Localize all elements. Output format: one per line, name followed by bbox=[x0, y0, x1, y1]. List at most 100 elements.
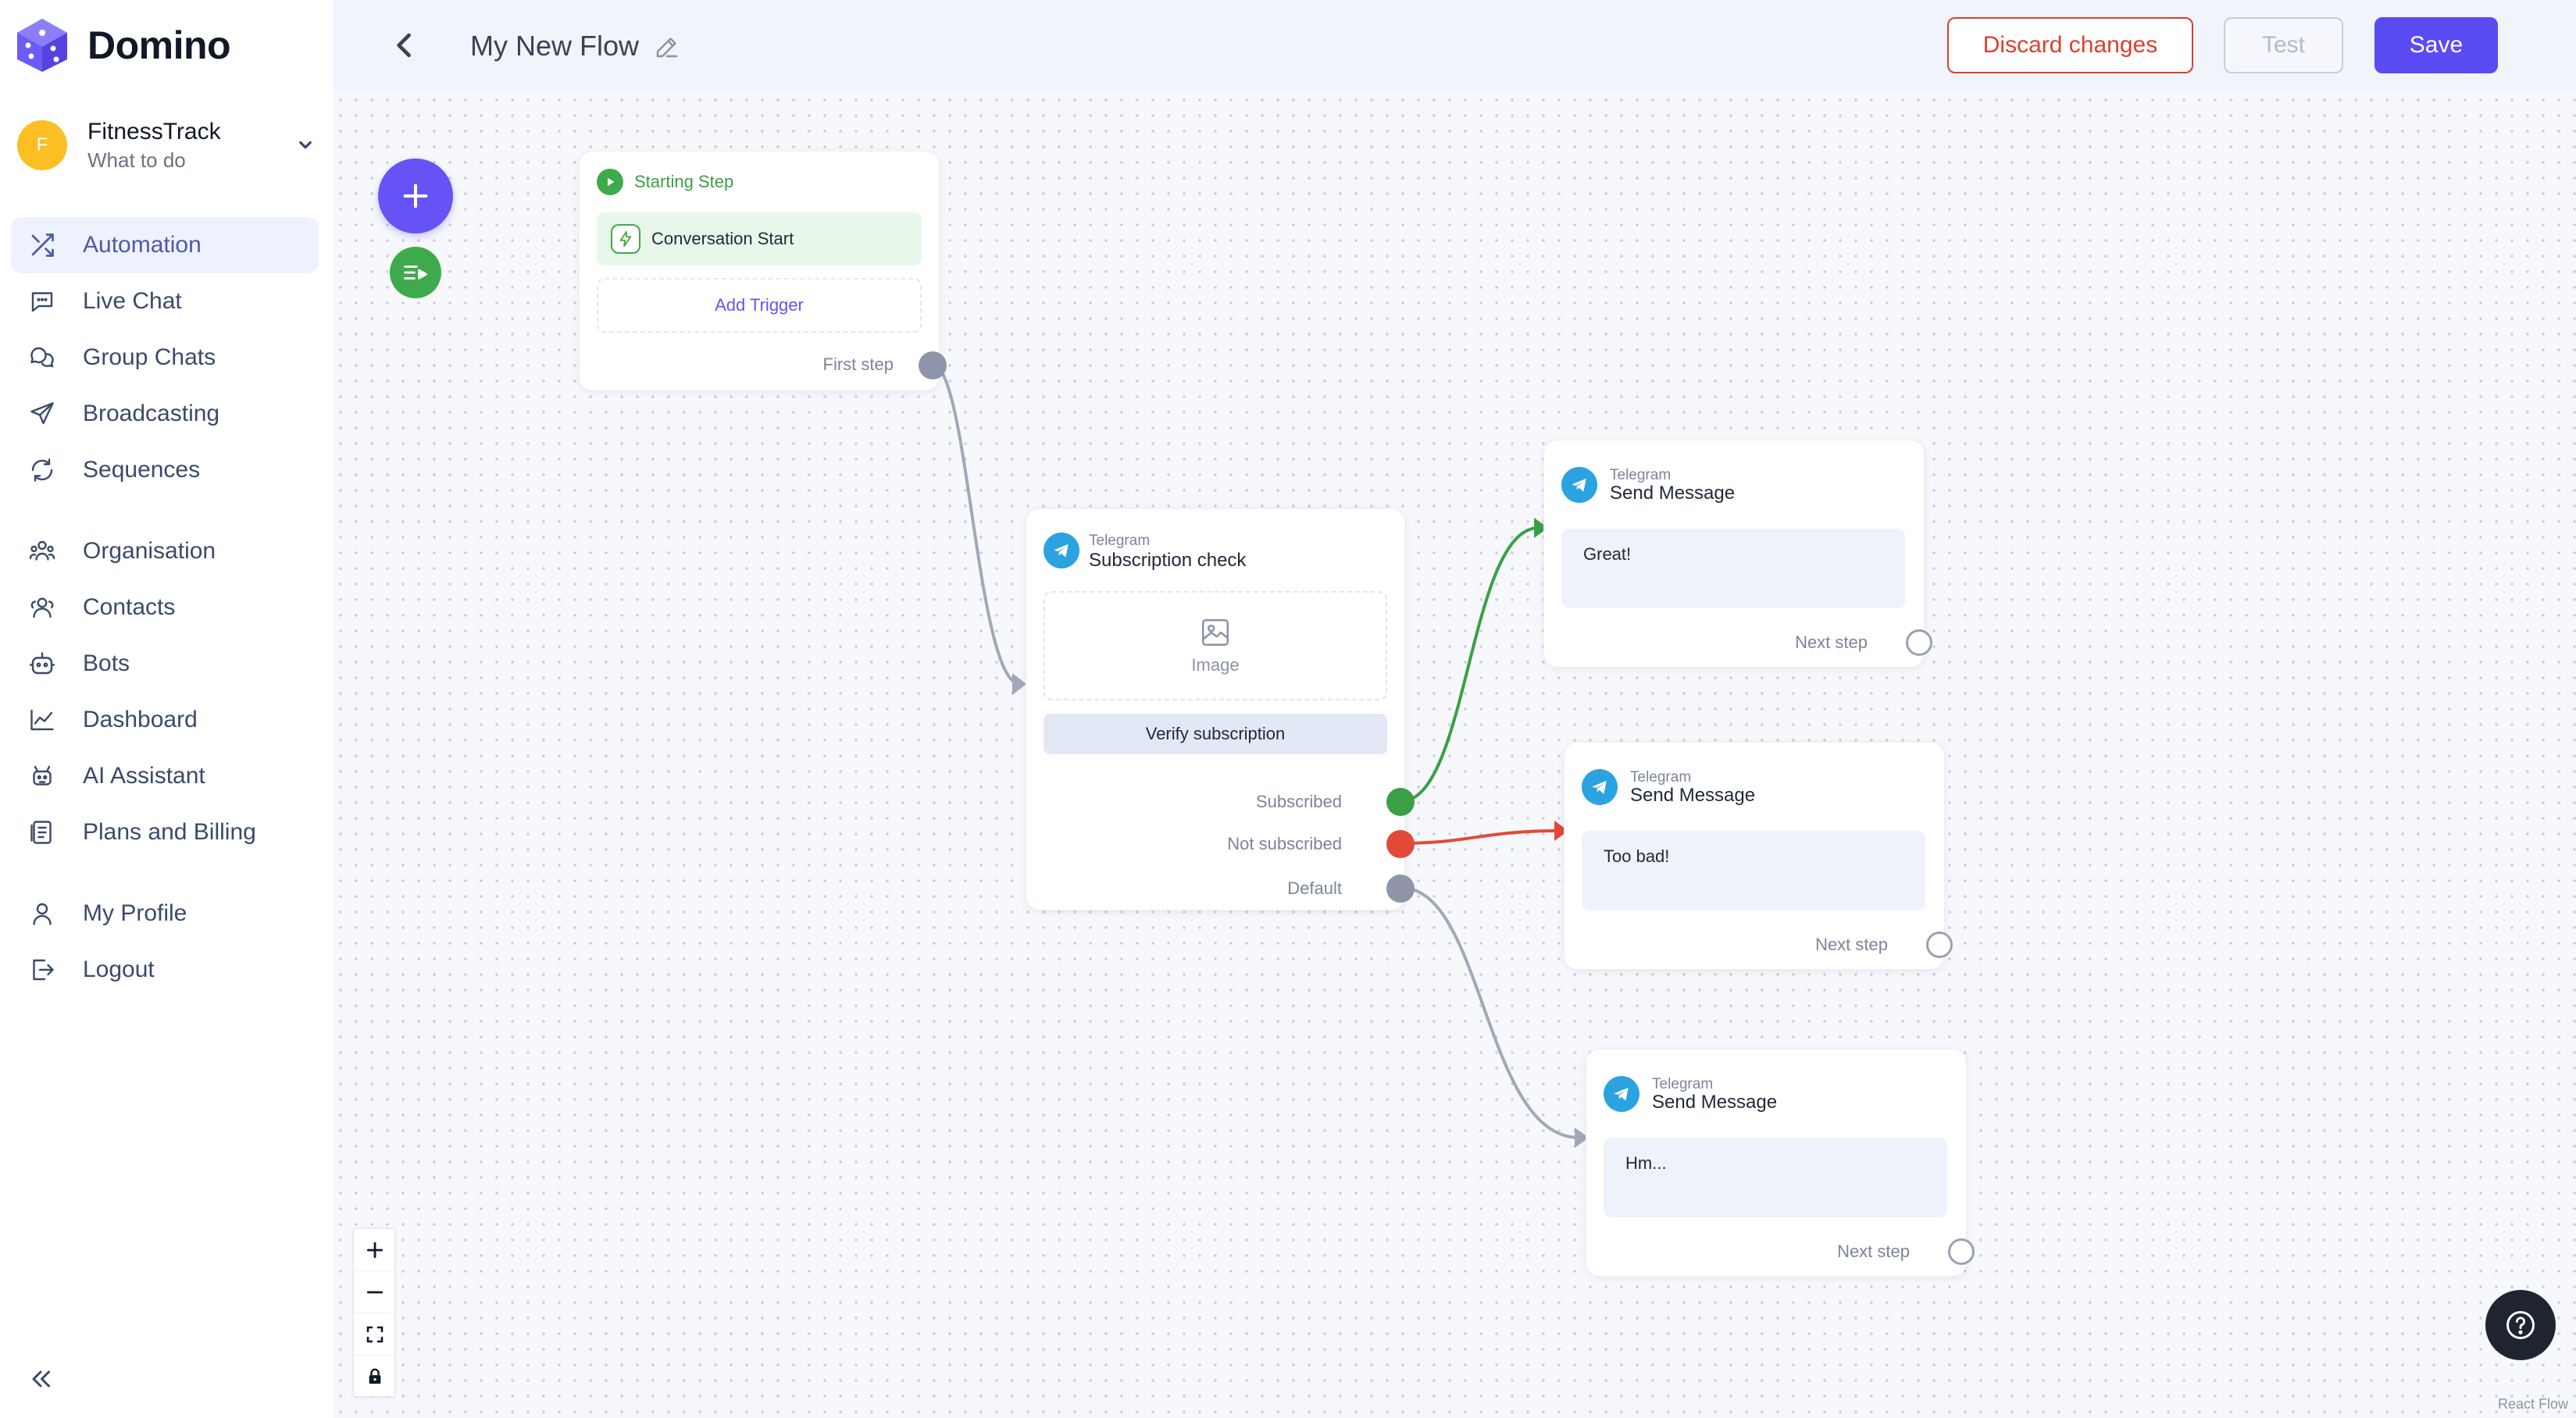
test-button[interactable]: Test bbox=[2224, 17, 2343, 73]
add-step-button[interactable] bbox=[378, 159, 453, 233]
sidebar-item-label: Logout bbox=[83, 957, 155, 982]
send-message-node[interactable]: Telegram Send Message Too bad! Next step bbox=[1564, 742, 1953, 970]
paper-plane-icon bbox=[28, 400, 56, 428]
sidebar-item-label: Group Chats bbox=[83, 344, 216, 370]
next-step-label: Next step bbox=[1795, 632, 1868, 652]
sidebar-item-label: Plans and Billing bbox=[83, 819, 256, 845]
sidebar-item-my-profile[interactable]: My Profile bbox=[11, 885, 319, 942]
play-icon bbox=[597, 169, 623, 195]
platform-label: Telegram bbox=[1630, 769, 1692, 786]
sidebar-item-organisation[interactable]: Organisation bbox=[11, 523, 319, 579]
sidebar-item-label: Dashboard bbox=[83, 707, 198, 732]
sidebar-item-automation[interactable]: Automation bbox=[11, 217, 319, 273]
next-step-handle[interactable] bbox=[1906, 629, 1932, 656]
sidebar-item-ai-assistant[interactable]: AI Assistant bbox=[11, 748, 319, 804]
sidebar-item-logout[interactable]: Logout bbox=[11, 942, 319, 998]
user-icon bbox=[28, 900, 56, 928]
bot-icon bbox=[28, 650, 56, 678]
chevron-down-icon bbox=[299, 141, 312, 149]
workspace-switcher[interactable]: F FitnessTrack What to do bbox=[17, 117, 317, 173]
plus-icon bbox=[403, 183, 428, 208]
lock-icon bbox=[369, 1368, 381, 1384]
app-name: Domino bbox=[87, 23, 231, 67]
image-icon bbox=[1202, 619, 1229, 646]
next-step-handle[interactable] bbox=[1926, 932, 1953, 958]
sidebar-item-label: Bots bbox=[83, 650, 130, 676]
sidebar-item-label: Automation bbox=[83, 232, 202, 258]
list-play-icon bbox=[404, 265, 427, 280]
node-title: Send Message bbox=[1610, 483, 1736, 504]
flow-outline-button[interactable] bbox=[390, 247, 441, 298]
next-step-label: Next step bbox=[1837, 1242, 1910, 1261]
node-title: Subscription check bbox=[1089, 550, 1247, 571]
send-message-node[interactable]: Telegram Send Message Great! Next step bbox=[1543, 440, 1932, 668]
output-subscribed-label: Subscribed bbox=[1255, 792, 1342, 811]
subscription-check-node[interactable]: Telegram Subscription check Image Verify… bbox=[1026, 508, 1415, 910]
sidebar-item-live-chat[interactable]: Live Chat bbox=[11, 273, 319, 330]
platform-label: Telegram bbox=[1089, 533, 1151, 549]
help-button[interactable] bbox=[2485, 1290, 2556, 1360]
collapse-sidebar-icon[interactable] bbox=[27, 1365, 55, 1393]
back-arrow-icon[interactable] bbox=[387, 28, 422, 62]
starting-step-label: Starting Step bbox=[634, 172, 734, 191]
react-flow-attribution[interactable]: React Flow bbox=[2498, 1396, 2569, 1412]
node-title: Send Message bbox=[1630, 785, 1756, 806]
sidebar-item-label: AI Assistant bbox=[83, 763, 205, 789]
first-step-label: First step bbox=[822, 354, 894, 374]
editor-header: My New Flow Discard changes Test Save bbox=[333, 0, 2576, 92]
lock-button[interactable] bbox=[354, 1356, 396, 1398]
send-message-node[interactable]: Telegram Send Message Hm... Next step bbox=[1586, 1049, 1975, 1277]
message-text[interactable]: Hm... bbox=[1604, 1138, 1947, 1217]
app-logo[interactable]: Domino bbox=[16, 17, 231, 73]
output-default-label: Default bbox=[1287, 878, 1342, 898]
message-text[interactable]: Great! bbox=[1561, 529, 1905, 608]
sidebar-item-label: Organisation bbox=[83, 538, 216, 564]
domino-logo-icon bbox=[17, 19, 67, 72]
lightning-icon bbox=[611, 224, 640, 254]
sidebar-item-label: Broadcasting bbox=[83, 401, 220, 426]
image-upload-area[interactable]: Image bbox=[1044, 591, 1387, 700]
subscribed-handle[interactable] bbox=[1386, 788, 1415, 816]
zoom-in-button[interactable] bbox=[354, 1229, 396, 1271]
starting-step-node[interactable]: Starting Step Conversation Start Add Tri… bbox=[579, 151, 947, 391]
billing-icon bbox=[28, 818, 56, 846]
trigger-label: Conversation Start bbox=[651, 229, 794, 248]
group-chat-icon bbox=[28, 344, 56, 372]
sidebar-item-plans-billing[interactable]: Plans and Billing bbox=[11, 804, 319, 860]
verify-subscription-button[interactable]: Verify subscription bbox=[1044, 714, 1387, 754]
workspace-name: FitnessTrack bbox=[87, 118, 221, 144]
sidebar-item-sequences[interactable]: Sequences bbox=[11, 442, 319, 498]
plus-icon bbox=[366, 1242, 384, 1258]
first-step-handle[interactable] bbox=[919, 351, 947, 379]
trigger-conversation-start[interactable]: Conversation Start bbox=[597, 212, 922, 265]
contacts-icon bbox=[28, 593, 56, 622]
telegram-icon bbox=[1044, 533, 1079, 568]
sidebar-item-dashboard[interactable]: Dashboard bbox=[11, 692, 319, 748]
zoom-out-button[interactable] bbox=[354, 1271, 396, 1313]
not-subscribed-handle[interactable] bbox=[1386, 830, 1415, 858]
message-text[interactable]: Too bad! bbox=[1582, 831, 1925, 910]
sidebar-item-label: Contacts bbox=[83, 594, 176, 620]
sidebar-item-label: My Profile bbox=[83, 900, 187, 926]
logout-icon bbox=[28, 956, 56, 984]
fit-view-button[interactable] bbox=[354, 1313, 396, 1356]
workspace-avatar: F bbox=[17, 120, 67, 170]
discard-changes-button[interactable]: Discard changes bbox=[1947, 17, 2193, 73]
sidebar-item-broadcasting[interactable]: Broadcasting bbox=[11, 386, 319, 442]
next-step-handle[interactable] bbox=[1948, 1238, 1975, 1265]
output-not-subscribed-label: Not subscribed bbox=[1227, 834, 1342, 853]
pencil-icon[interactable] bbox=[653, 33, 681, 61]
sidebar-item-bots[interactable]: Bots bbox=[11, 636, 319, 692]
question-icon bbox=[2506, 1311, 2535, 1339]
platform-label: Telegram bbox=[1610, 467, 1672, 483]
flow-title: My New Flow bbox=[470, 30, 640, 62]
add-trigger-button[interactable]: Add Trigger bbox=[597, 278, 922, 333]
telegram-icon bbox=[1604, 1076, 1639, 1112]
platform-label: Telegram bbox=[1652, 1076, 1714, 1092]
sidebar-item-contacts[interactable]: Contacts bbox=[11, 579, 319, 636]
sidebar-item-group-chats[interactable]: Group Chats bbox=[11, 330, 319, 386]
workspace-subtitle: What to do bbox=[87, 148, 186, 172]
default-handle[interactable] bbox=[1386, 875, 1415, 903]
save-button[interactable]: Save bbox=[2374, 17, 2498, 73]
sidebar-item-label: Live Chat bbox=[83, 288, 182, 314]
